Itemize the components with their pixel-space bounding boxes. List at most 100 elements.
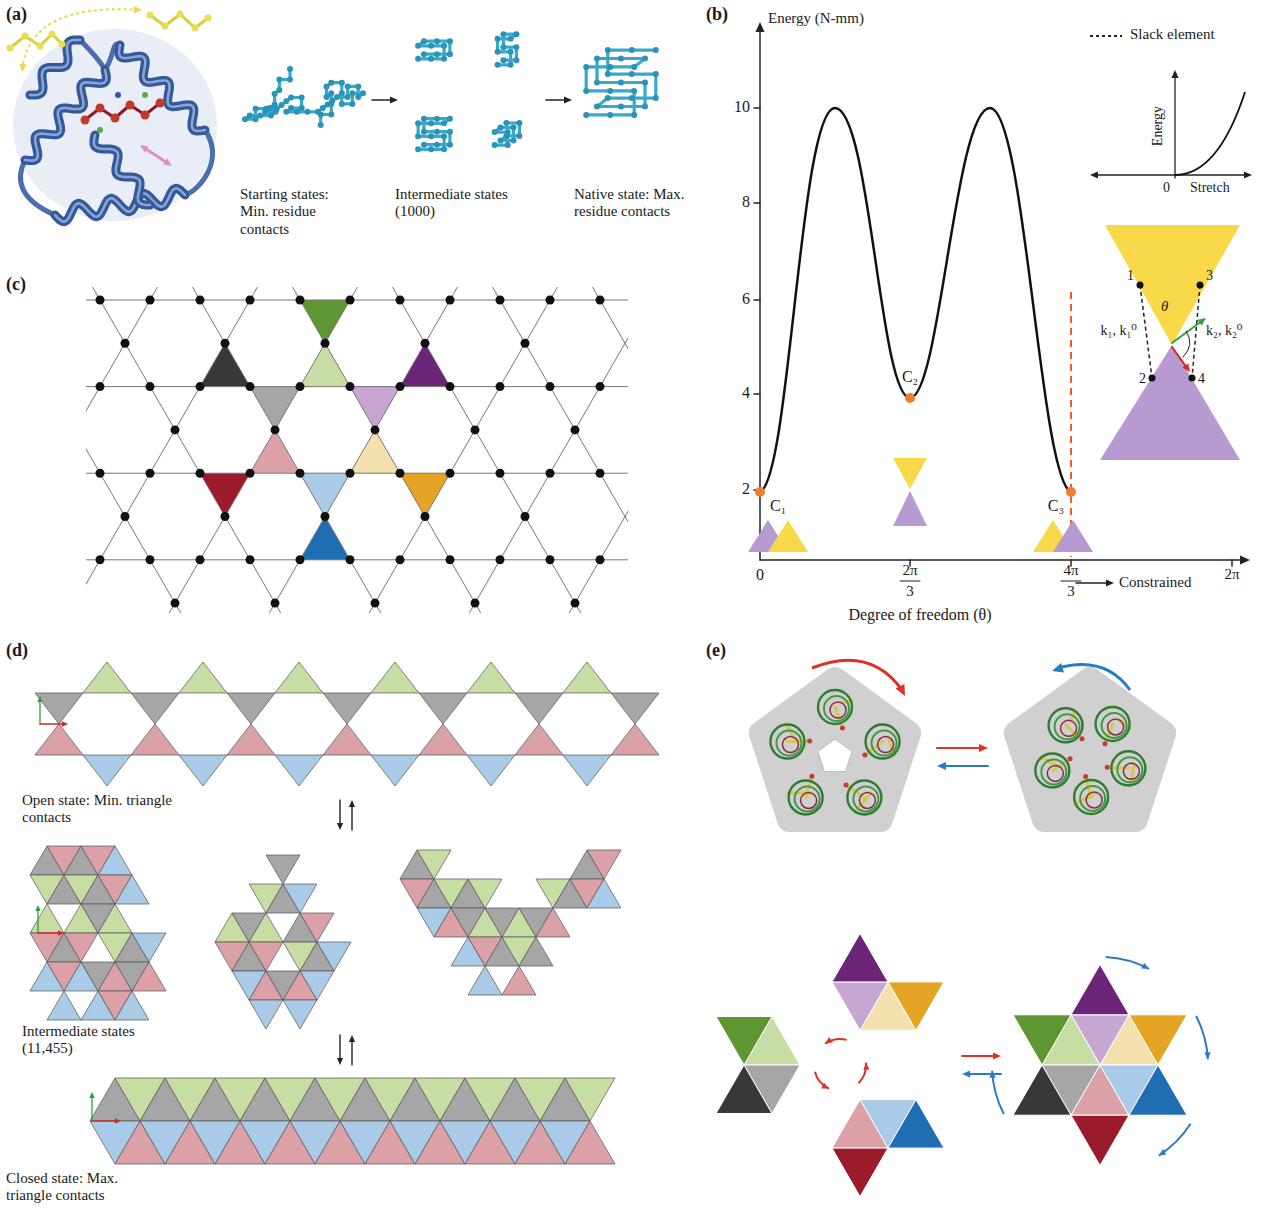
- lattice-line: [500, 287, 628, 613]
- residue: [511, 138, 517, 144]
- residue: [516, 120, 522, 126]
- residue: [492, 142, 498, 148]
- lattice-site: [96, 555, 105, 564]
- atom: [7, 45, 14, 52]
- lattice-site: [496, 382, 505, 391]
- atom: [809, 774, 814, 779]
- unit-triangle: [275, 755, 323, 786]
- tick-label: 8: [742, 193, 750, 211]
- state-caption: Starting states: Min. residue contacts: [240, 186, 355, 238]
- lattice-site: [396, 382, 405, 391]
- lattice-line: [100, 287, 600, 613]
- helix-ring: [1102, 713, 1127, 738]
- lattice-site: [296, 469, 305, 478]
- lattice-lines: [86, 287, 628, 613]
- helix-highlight: [119, 45, 205, 131]
- lattice-site: [296, 296, 305, 305]
- residue: [434, 38, 440, 44]
- unit-triangle: [419, 724, 467, 755]
- residue: [421, 38, 427, 44]
- arrow-line: [546, 99, 566, 101]
- state-label: C₁: [770, 497, 786, 515]
- outer-triangle: [888, 982, 944, 1031]
- point-label: 1: [1127, 268, 1134, 284]
- lattice-line: [86, 287, 200, 613]
- tick-label: 3: [1067, 583, 1075, 600]
- loop-ribbon: [20, 160, 55, 215]
- lattice-line: [86, 287, 300, 613]
- outer-triangle: [1013, 1065, 1071, 1115]
- slack-element: [1192, 285, 1200, 378]
- residue: [349, 90, 355, 96]
- state-caption: Closed state: Max. triangle contacts: [6, 1170, 156, 1205]
- residue: [415, 133, 421, 139]
- lattice-line: [86, 287, 450, 613]
- outer-triangle: [716, 1065, 772, 1114]
- unit-triangle: [300, 971, 334, 1000]
- residue: [288, 105, 294, 111]
- residue: [323, 83, 329, 89]
- spring-curve: [1175, 92, 1245, 175]
- arrow-line: [372, 99, 392, 101]
- arrow-line: [145, 149, 166, 163]
- residue: [434, 129, 440, 135]
- residue: [253, 116, 259, 122]
- residue: [428, 120, 434, 126]
- residue: [492, 129, 498, 135]
- lattice-site: [296, 555, 305, 564]
- unit-triangle: [83, 755, 131, 786]
- spring-label: k₂, k₂⁰: [1206, 323, 1242, 339]
- arrow-line: [91, 1097, 92, 1121]
- tick: [754, 393, 760, 395]
- lattice-site: [246, 469, 255, 478]
- unit-triangle: [132, 933, 166, 962]
- arrow-head: [115, 1118, 121, 1123]
- lattice-site: [396, 469, 405, 478]
- anchor-dot: [1149, 375, 1156, 382]
- constraint-line: [1070, 292, 1072, 557]
- residue: [415, 56, 421, 62]
- panel-label: (a): [6, 4, 27, 25]
- helix-ring: [1117, 757, 1142, 782]
- triangle-icon: [768, 520, 808, 552]
- helix-ring: [847, 780, 881, 814]
- residue: [594, 104, 600, 110]
- lattice-site: [221, 512, 230, 521]
- residue: [434, 142, 440, 148]
- lattice-site: [596, 296, 605, 305]
- residue: [605, 95, 611, 101]
- residue: [441, 56, 447, 62]
- unit-triangle: [611, 693, 659, 724]
- lattice-site: [146, 555, 155, 564]
- residue: [318, 122, 324, 128]
- lattice-site: [321, 512, 330, 521]
- tick-label: 6: [742, 290, 750, 308]
- lattice-chains: [242, 31, 659, 152]
- atom: [147, 12, 154, 19]
- lattice-site: [121, 339, 130, 348]
- colored-triangle: [250, 387, 300, 430]
- ball-stick: [85, 103, 160, 120]
- state-caption: Native state: Max. residue contacts: [574, 186, 689, 221]
- residue: [618, 104, 624, 110]
- residue: [299, 105, 305, 111]
- unit-triangle: [587, 850, 621, 879]
- lattice-line: [400, 287, 628, 613]
- lattice-site: [571, 425, 580, 434]
- lattice-site: [196, 469, 205, 478]
- atom: [1083, 774, 1088, 779]
- residue: [513, 44, 519, 50]
- lattice-site: [346, 555, 355, 564]
- triangle-assemblies: [30, 662, 659, 1164]
- arrow-line: [759, 30, 761, 560]
- point-label: 2: [1139, 371, 1146, 387]
- residue: [263, 106, 269, 112]
- lattice-site: [446, 382, 455, 391]
- tick-label: 3: [906, 583, 914, 600]
- tick-label: 2π: [1225, 566, 1240, 583]
- residue: [441, 133, 447, 139]
- arrow-head: [1159, 1149, 1167, 1156]
- colored-triangle: [250, 430, 300, 473]
- unit-triangle: [30, 904, 64, 933]
- residue: [355, 94, 361, 100]
